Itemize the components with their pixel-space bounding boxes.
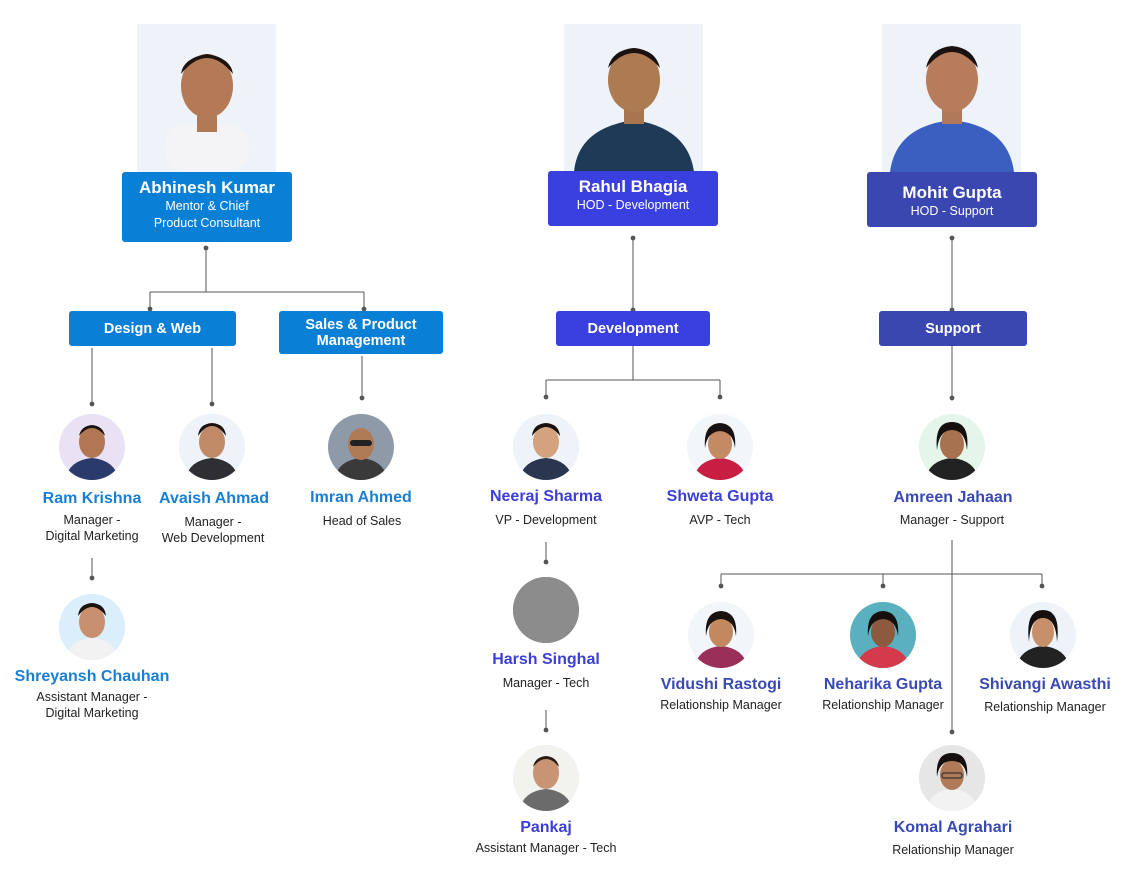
dept-label: Development <box>587 320 679 337</box>
person-name-vidushi: Vidushi Rastogi <box>660 676 782 693</box>
role-line: Digital Marketing <box>45 706 139 720</box>
leader-name: Mohit Gupta <box>902 183 1002 202</box>
avatar-harsh <box>513 577 579 643</box>
role-line: Manager - <box>184 515 242 529</box>
person-name-avaish: Avaish Ahmad <box>159 490 269 507</box>
role-line: Digital Marketing <box>45 529 139 543</box>
avatar-shweta <box>687 414 753 480</box>
role-line: Assistant Manager - <box>36 690 148 704</box>
person-avatar-icon <box>688 602 754 668</box>
person-name-imran: Imran Ahmed <box>310 489 412 506</box>
abhinesh-photo <box>137 24 276 172</box>
person-name-neharika: Neharika Gupta <box>823 676 943 693</box>
avatar-imran <box>328 414 394 480</box>
person-role-imran: Head of Sales <box>322 514 402 528</box>
person-role-avaish: Manager - Web Development <box>162 514 265 546</box>
avatar-shivangi <box>1010 602 1076 668</box>
leader-role: Product Consultant <box>153 216 261 230</box>
avatar-shreyansh <box>59 594 125 660</box>
person-name-shivangi: Shivangi Awasthi <box>979 676 1111 693</box>
dept-development: Development <box>556 311 710 346</box>
mohit-photo <box>882 24 1021 172</box>
person-name-shreyansh: Shreyansh Chauhan <box>14 668 170 685</box>
role-line: Manager - <box>63 513 121 527</box>
leader-role: HOD - Support <box>910 204 994 218</box>
avatar-vidushi <box>688 602 754 668</box>
person-avatar-icon <box>59 594 125 660</box>
person-role-shreyansh: Assistant Manager - Digital Marketing <box>36 689 147 721</box>
person-role-amreen: Manager - Support <box>899 513 1005 527</box>
person-role-harsh: Manager - Tech <box>502 676 590 690</box>
person-role-shivangi: Relationship Manager <box>984 700 1106 714</box>
dept-label: Support <box>925 320 981 337</box>
person-avatar-icon <box>328 414 394 480</box>
leader-card-mohit: Mohit Gupta HOD - Support <box>867 172 1037 227</box>
dept-label: Management <box>316 332 406 349</box>
dept-support: Support <box>879 311 1027 346</box>
dept-label: Sales & Product <box>305 316 417 333</box>
dept-label: Design & Web <box>103 320 202 337</box>
avatar-placeholder-icon <box>513 577 579 643</box>
person-avatar-icon <box>513 745 579 811</box>
person-avatar-icon <box>1010 602 1076 668</box>
person-role-shweta: AVP - Tech <box>689 513 751 527</box>
avatar-neeraj <box>513 414 579 480</box>
avatar-pankaj <box>513 745 579 811</box>
person-avatar-icon <box>919 414 985 480</box>
person-role-neeraj: VP - Development <box>495 513 597 527</box>
dept-sales-product: Sales & Product Management <box>279 311 443 354</box>
person-portrait-icon <box>137 24 276 172</box>
person-avatar-icon <box>179 414 245 480</box>
avatar-neharika <box>850 602 916 668</box>
person-name-harsh: Harsh Singhal <box>492 651 600 668</box>
leader-name: Rahul Bhagia <box>578 177 688 196</box>
person-avatar-icon <box>59 414 125 480</box>
rahul-photo <box>564 24 703 172</box>
leader-card-abhinesh: Abhinesh Kumar Mentor & Chief Product Co… <box>122 172 292 242</box>
person-name-shweta: Shweta Gupta <box>666 488 774 505</box>
avatar-avaish <box>179 414 245 480</box>
person-role-pankaj: Assistant Manager - Tech <box>475 841 617 855</box>
leader-name: Abhinesh Kumar <box>138 178 276 197</box>
person-name-ram: Ram Krishna <box>42 490 142 507</box>
leader-card-rahul: Rahul Bhagia HOD - Development <box>548 171 718 226</box>
person-role-komal: Relationship Manager <box>892 843 1014 857</box>
leader-role: HOD - Development <box>576 198 690 212</box>
person-portrait-icon <box>564 24 703 172</box>
avatar-komal <box>919 745 985 811</box>
avatar-amreen <box>919 414 985 480</box>
leader-role: Mentor & Chief <box>165 199 249 213</box>
person-avatar-icon <box>513 414 579 480</box>
person-avatar-icon <box>919 745 985 811</box>
person-avatar-icon <box>850 602 916 668</box>
person-name-amreen: Amreen Jahaan <box>893 489 1013 506</box>
avatar-ram <box>59 414 125 480</box>
person-name-pankaj: Pankaj <box>520 819 572 836</box>
person-name-komal: Komal Agrahari <box>893 819 1013 836</box>
person-name-neeraj: Neeraj Sharma <box>489 488 603 505</box>
role-line: Web Development <box>161 531 265 545</box>
person-role-ram: Manager - Digital Marketing <box>45 512 138 544</box>
person-portrait-icon <box>882 24 1021 172</box>
dept-design-web: Design & Web <box>69 311 236 346</box>
person-avatar-icon <box>687 414 753 480</box>
person-role-vidushi: Relationship Manager <box>660 698 782 712</box>
person-role-neharika: Relationship Manager <box>822 698 944 712</box>
